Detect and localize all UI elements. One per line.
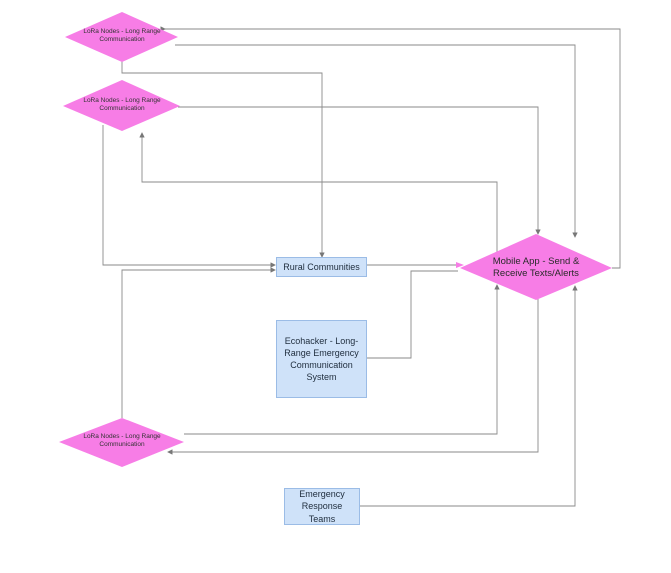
lora-top-diamond [65, 12, 178, 62]
edge-emergency-to-app [359, 285, 578, 507]
edge-rural-to-app-arrowhead [456, 262, 464, 268]
lora-mid-diamond [63, 80, 180, 131]
ecohacker-label: Ecohacker - Long-Range Emergency Communi… [284, 335, 359, 383]
lora-mid-label: LoRa Nodes - Long Range Communication [83, 97, 161, 113]
ecohacker-box: Ecohacker - Long-Range Emergency Communi… [276, 320, 367, 398]
lora-bottom-label: LoRa Nodes - Long Range Communication [83, 433, 161, 449]
emergency-teams-label: Emergency Response Teams [299, 489, 345, 524]
edge-ecohacker-to-app [366, 270, 458, 359]
edge-mid-lora-to-rural [102, 125, 276, 268]
edge-top-lora-to-app [175, 44, 578, 238]
edge-top-lora-outer [160, 26, 621, 269]
edge-top-lora-to-rural [121, 55, 325, 258]
edge-app-to-bottom-lora [167, 296, 539, 455]
lora-bottom-diamond [59, 418, 184, 467]
mobile-app-label: Mobile App - Send & Receive Texts/Alerts [492, 256, 580, 279]
edge-mid-lora-to-app [178, 106, 541, 235]
edge-app-to-mid-lora [139, 132, 498, 255]
mobile-app-diamond [460, 234, 612, 300]
rural-communities-label: Rural Communities [283, 262, 360, 272]
edge-bottom-lora-to-app [184, 284, 500, 435]
emergency-teams-box: Emergency Response Teams [284, 488, 360, 525]
diamonds [59, 12, 612, 467]
lora-top-label: LoRa Nodes - Long Range Communication [83, 28, 161, 44]
rural-communities-box: Rural Communities [276, 257, 367, 277]
edges [102, 26, 621, 507]
edge-bottom-lora-to-rural [121, 267, 276, 418]
